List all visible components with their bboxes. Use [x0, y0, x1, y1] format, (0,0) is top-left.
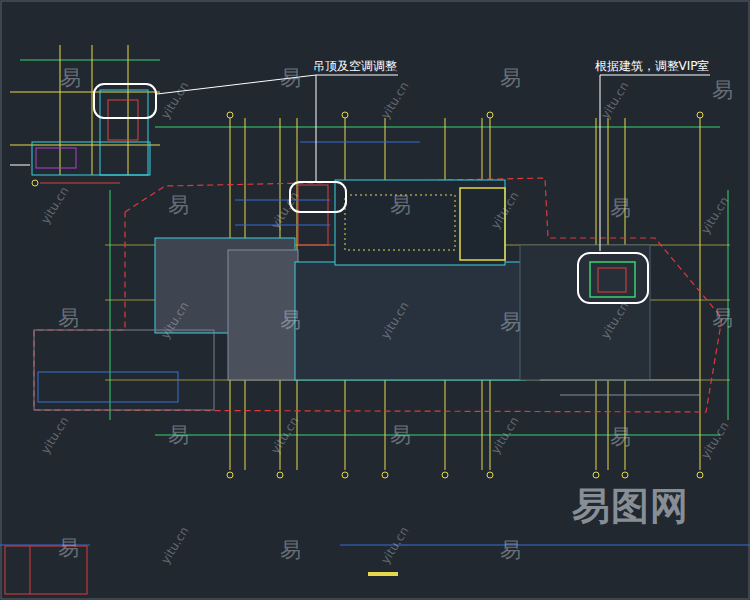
watermark-logo: 易图网 [572, 486, 689, 528]
watermark: 易 [58, 537, 79, 560]
watermark-url: yitu.cn [158, 79, 191, 121]
watermark: 易 [280, 67, 301, 90]
watermark: 易 [500, 311, 521, 334]
watermark-url: yitu.cn [38, 184, 71, 226]
watermark: 易 [500, 539, 521, 562]
watermark: 易 [58, 307, 79, 330]
callout-note: 吊顶及空调调整 [311, 60, 399, 73]
watermark: 易 [610, 197, 631, 220]
watermark: 易 [280, 539, 301, 562]
watermark: 易 [712, 307, 733, 330]
watermark-url: yitu.cn [698, 194, 731, 236]
watermark: 易 [168, 194, 189, 217]
watermark-url: yitu.cn [38, 414, 71, 456]
watermark: 易 [500, 67, 521, 90]
watermark: 易 [610, 426, 631, 449]
watermark: 易 [390, 194, 411, 217]
watermark-url: yitu.cn [158, 524, 191, 566]
watermark: 易 [712, 79, 733, 102]
watermark: 易 [280, 309, 301, 332]
watermark-url: yitu.cn [698, 419, 731, 461]
callout-note: 根据建筑，调整VIP室 [593, 60, 712, 73]
watermark: 易 [60, 67, 81, 90]
watermark-url: yitu.cn [378, 79, 411, 121]
watermark-url: yitu.cn [598, 79, 631, 121]
watermark: 易 [168, 424, 189, 447]
watermark: 易 [390, 424, 411, 447]
